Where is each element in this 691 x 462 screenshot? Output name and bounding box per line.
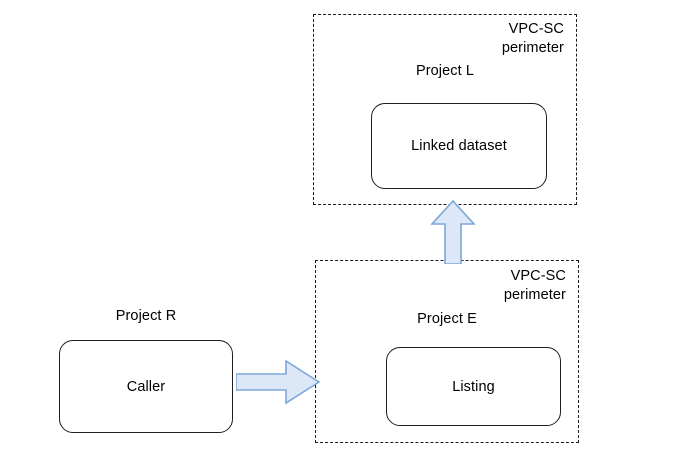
project-label-l: Project L (415, 63, 475, 79)
arrow-right-icon (236, 359, 320, 405)
node-listing[interactable]: Listing (386, 347, 561, 426)
node-listing-label: Listing (452, 378, 495, 395)
arrow-up-icon (430, 200, 476, 264)
vpc-sc-perimeter-project-l (313, 14, 577, 205)
node-caller[interactable]: Caller (59, 340, 233, 433)
node-linked-dataset[interactable]: Linked dataset (371, 103, 547, 189)
project-label-r: Project R (115, 308, 177, 324)
perimeter-label-project-l: VPC-SC perimeter (501, 21, 564, 56)
perimeter-label-project-e: VPC-SC perimeter (503, 268, 566, 303)
project-label-e: Project E (417, 311, 477, 327)
node-linked-dataset-label: Linked dataset (411, 138, 507, 154)
node-caller-label: Caller (126, 378, 166, 395)
